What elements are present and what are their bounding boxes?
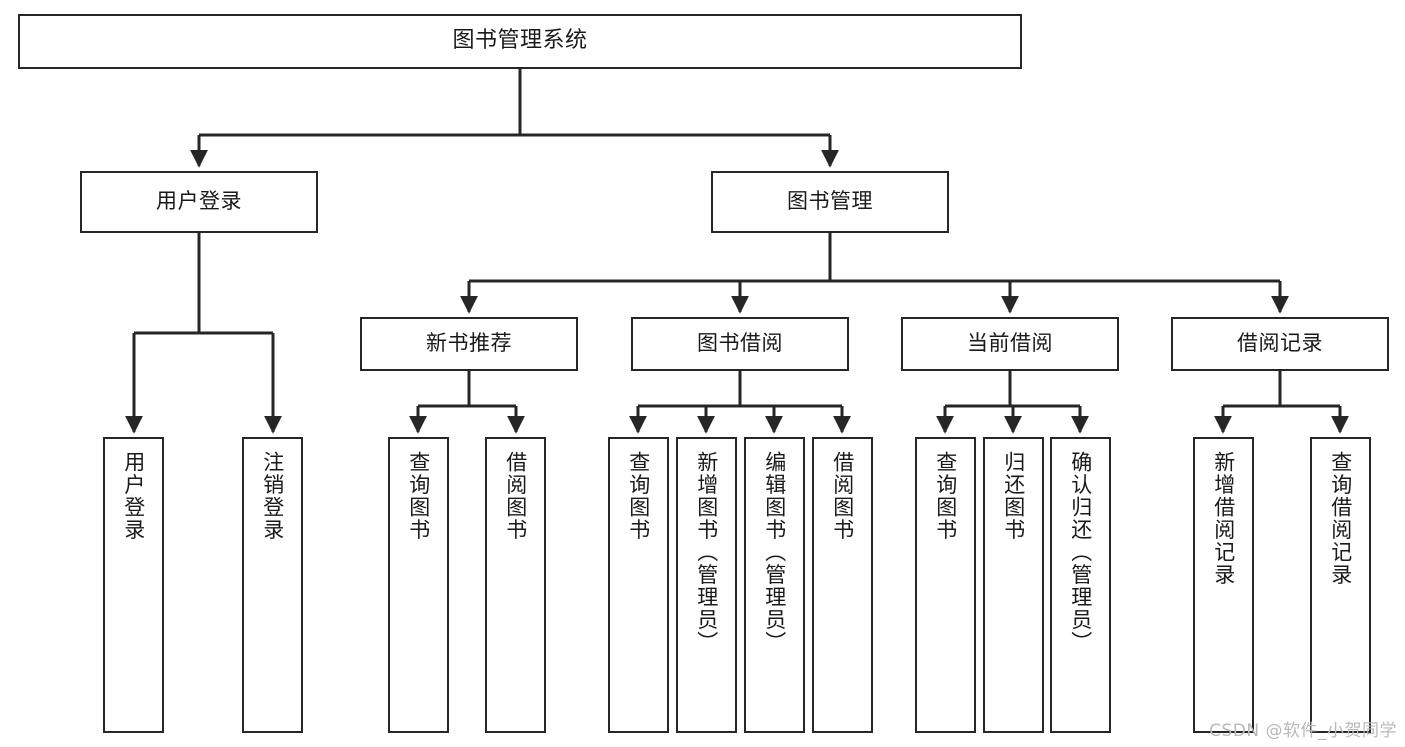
node-new-book-recommend-label: 新书推荐 bbox=[426, 331, 512, 356]
node-leaf-borrow-book-2[interactable]: 借阅图书 bbox=[812, 437, 873, 733]
node-leaf-query-record-label: 查询借阅记录 bbox=[1328, 451, 1353, 586]
node-leaf-query-book-2-label: 查询图书 bbox=[626, 451, 651, 541]
node-leaf-user-logout[interactable]: 注销登录 bbox=[242, 437, 303, 733]
node-leaf-add-book[interactable]: 新增图书（管理员） bbox=[676, 437, 737, 733]
node-leaf-add-book-label: 新增图书（管理员） bbox=[694, 451, 719, 654]
node-leaf-user-login[interactable]: 用户登录 bbox=[103, 437, 164, 733]
node-leaf-return-book[interactable]: 归还图书 bbox=[983, 437, 1044, 733]
node-leaf-query-book-1-label: 查询图书 bbox=[406, 451, 431, 541]
node-leaf-user-login-label: 用户登录 bbox=[121, 451, 146, 541]
node-leaf-query-book-3-label: 查询图书 bbox=[933, 451, 958, 541]
node-leaf-query-book-3[interactable]: 查询图书 bbox=[915, 437, 976, 733]
node-leaf-edit-book-label: 编辑图书（管理员） bbox=[762, 451, 787, 654]
node-leaf-borrow-book-1[interactable]: 借阅图书 bbox=[485, 437, 546, 733]
node-root-label: 图书管理系统 bbox=[452, 28, 588, 54]
node-user-login[interactable]: 用户登录 bbox=[80, 171, 318, 233]
node-leaf-query-book-2[interactable]: 查询图书 bbox=[608, 437, 669, 733]
node-leaf-return-book-label: 归还图书 bbox=[1001, 451, 1026, 541]
node-borrow-record-label: 借阅记录 bbox=[1237, 331, 1323, 356]
node-borrow-record[interactable]: 借阅记录 bbox=[1171, 317, 1389, 371]
node-root[interactable]: 图书管理系统 bbox=[18, 14, 1022, 69]
node-leaf-add-record[interactable]: 新增借阅记录 bbox=[1193, 437, 1254, 733]
node-book-manage-label: 图书管理 bbox=[787, 189, 873, 214]
node-leaf-borrow-book-2-label: 借阅图书 bbox=[830, 451, 855, 541]
node-leaf-confirm-return[interactable]: 确认归还（管理员） bbox=[1050, 437, 1111, 733]
node-user-login-label: 用户登录 bbox=[156, 189, 242, 214]
node-leaf-add-record-label: 新增借阅记录 bbox=[1211, 451, 1236, 586]
node-book-borrow[interactable]: 图书借阅 bbox=[631, 317, 849, 371]
node-current-borrow-label: 当前借阅 bbox=[967, 331, 1053, 356]
node-leaf-edit-book[interactable]: 编辑图书（管理员） bbox=[744, 437, 805, 733]
node-leaf-query-book-1[interactable]: 查询图书 bbox=[388, 437, 449, 733]
node-leaf-confirm-return-label: 确认归还（管理员） bbox=[1068, 451, 1093, 654]
node-new-book-recommend[interactable]: 新书推荐 bbox=[360, 317, 578, 371]
node-current-borrow[interactable]: 当前借阅 bbox=[901, 317, 1119, 371]
node-leaf-user-logout-label: 注销登录 bbox=[260, 451, 285, 541]
node-book-manage[interactable]: 图书管理 bbox=[711, 171, 949, 233]
node-leaf-borrow-book-1-label: 借阅图书 bbox=[503, 451, 528, 541]
node-book-borrow-label: 图书借阅 bbox=[697, 331, 783, 356]
csdn-watermark: CSDN @软件_小贺同学 bbox=[1209, 721, 1397, 741]
node-leaf-query-record[interactable]: 查询借阅记录 bbox=[1310, 437, 1371, 733]
